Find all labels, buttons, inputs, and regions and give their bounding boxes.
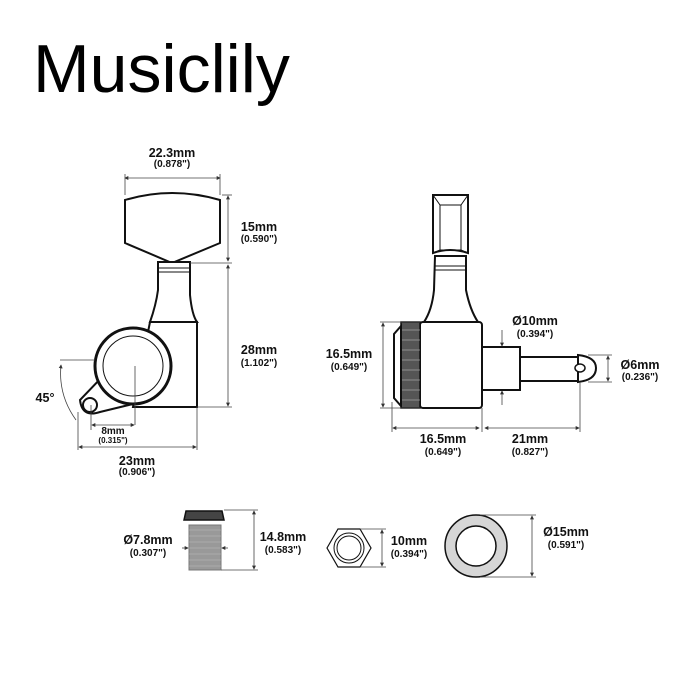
- washer-diameter-in: (0.591"): [548, 540, 584, 551]
- tuner-front-view: [393, 194, 598, 409]
- shaft: [481, 346, 521, 391]
- bushing: Ø7.8mm (0.307") 14.8mm (0.583"): [123, 509, 307, 571]
- ear-hole: [82, 397, 98, 413]
- washer-diameter-mm: Ø15mm: [543, 525, 589, 539]
- bushing-height-in: (0.583"): [265, 545, 301, 556]
- gear-housing: [93, 326, 173, 406]
- tuner-button-edge: [432, 194, 469, 255]
- front-width-in: (0.649"): [425, 447, 461, 458]
- front-height-mm: 16.5mm: [326, 347, 373, 361]
- post-diameter-in: (0.236"): [622, 372, 658, 383]
- bushing-diameter-mm: Ø7.8mm: [123, 533, 172, 547]
- total-width-in: (0.906"): [119, 467, 155, 478]
- hex-nut: 10mm (0.394"): [326, 528, 427, 568]
- width-mm: 22.3mm: [149, 146, 196, 160]
- shaft-diameter-mm: Ø10mm: [512, 314, 558, 328]
- front-view-dimensions: 16.5mm (0.649") 16.5mm (0.649") 21mm (0.…: [326, 314, 660, 458]
- tuner-side-view: [78, 192, 221, 425]
- tuner-neck: [148, 261, 199, 323]
- gear-housing-front: [419, 321, 483, 409]
- width-in: (0.878"): [154, 159, 190, 170]
- front-height-in: (0.649"): [331, 362, 367, 373]
- bushing-diameter-in: (0.307"): [130, 548, 166, 559]
- angle-label: 45°: [36, 391, 55, 405]
- button-height-mm: 15mm: [241, 220, 277, 234]
- body-height-mm: 28mm: [241, 343, 277, 357]
- body-height-in: (1.102"): [241, 358, 277, 369]
- side-view-dimensions: 22.3mm (0.878") 15mm (0.590") 28mm (1.10…: [36, 146, 278, 478]
- post-diameter-mm: Ø6mm: [621, 358, 660, 372]
- string-post: [519, 356, 581, 382]
- nut-size-mm: 10mm: [391, 534, 427, 548]
- brand-logo: Musiclily: [33, 31, 290, 107]
- post-hole: [574, 363, 586, 373]
- nut-size-in: (0.394"): [391, 549, 427, 560]
- post-length-mm: 21mm: [512, 432, 548, 446]
- ear-offset-mm: 8mm: [101, 426, 124, 437]
- front-width-mm: 16.5mm: [420, 432, 467, 446]
- knurled-cap: [400, 321, 421, 409]
- total-width-mm: 23mm: [119, 454, 155, 468]
- post-length-in: (0.827"): [512, 447, 548, 458]
- shaft-diameter-in: (0.394"): [517, 329, 553, 340]
- bushing-height-mm: 14.8mm: [260, 530, 307, 544]
- button-height-in: (0.590"): [241, 234, 277, 245]
- washer: Ø15mm (0.591"): [444, 514, 589, 578]
- ear-offset-in: (0.315"): [98, 436, 127, 445]
- tuner-button: [124, 192, 221, 265]
